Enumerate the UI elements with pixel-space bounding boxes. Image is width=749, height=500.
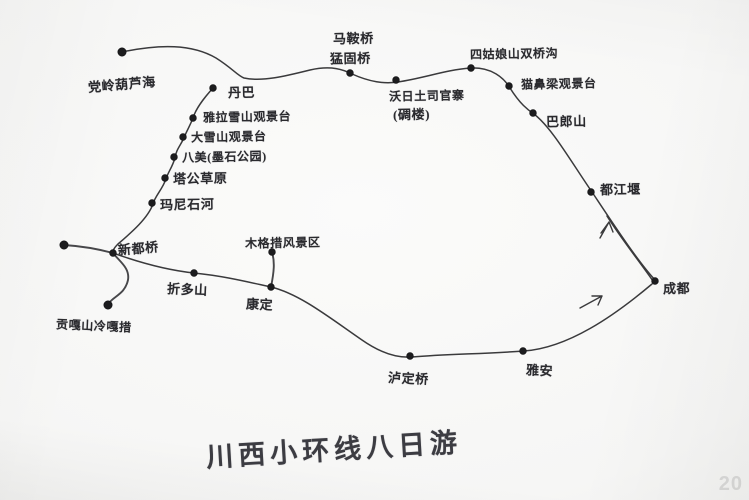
node-dot-luding[interactable] [406,352,414,360]
node-dot-kangding[interactable] [267,283,275,291]
map-label-danba: 丹巴 [227,84,256,101]
chengdu-dujiangyan-return-path [606,215,654,282]
node-dot-daxueshan[interactable] [179,133,187,141]
arrow-to-dujiangyan-icon [599,221,614,239]
map-label-yaan: 雅安 [525,362,554,379]
node-dot-chengdu[interactable] [651,277,659,285]
node-dot-westend[interactable] [59,240,69,250]
north-loop-path [121,45,657,282]
node-dot-xinduqiao[interactable] [109,249,117,257]
map-label-siguniangshan: 四姑娘山双桥沟 [469,46,559,62]
node-dot-danba[interactable] [209,84,217,92]
map-label-dujiangyan: 都江堰 [599,181,641,198]
mugecuo-spur-path [270,251,275,288]
node-dot-menggu[interactable] [346,69,354,77]
map-label-zheduoshan: 折多山 [166,281,209,298]
node-dot-zheduoshan[interactable] [190,269,198,277]
node-dot-dujiangyan[interactable] [587,188,595,196]
map-label-chengdu: 成都 [662,280,691,297]
map-label-maobiliang: 猫鼻梁观景台 [520,76,597,92]
map-label-worituosi: 沃日土司官寨 [388,88,465,104]
map-label-diaolou: (碉楼) [392,106,431,123]
map-label-menggu: 猛固桥 [329,50,371,67]
node-dot-maobiliang[interactable] [505,82,513,90]
node-dot-bamei[interactable] [170,153,178,161]
west-spur-path [63,244,114,254]
map-label-balangshan: 巴郎山 [545,113,587,130]
gongga-spur-path [108,252,130,304]
direction-arrows [579,221,614,309]
map-label-luding: 泸定桥 [387,370,430,387]
watermark: 20 [718,473,743,495]
map-label-bamei: 八美(墨石公园) [181,149,267,165]
map-label-manishihe: 玛尼石河 [159,196,215,213]
map-label-maanqiao: 马鞍桥 [332,30,374,47]
node-dot-gonggashan[interactable] [103,300,113,310]
map-label-tagong: 塔公草原 [172,170,228,187]
map-label-mugecuo: 木格措风景区 [244,235,321,251]
node-dot-mugecuo[interactable] [268,248,276,256]
node-dots [59,47,659,360]
node-dot-yaan[interactable] [519,347,527,355]
node-dot-tagong[interactable] [161,174,169,182]
node-dot-balangshan[interactable] [529,109,537,117]
south-route-path [112,252,653,358]
map-label-daxueshan: 大雪山观景台 [190,129,267,145]
node-dot-yalaxueshan[interactable] [189,114,197,122]
node-dot-worituosi[interactable] [392,76,400,84]
arrow-to-chengdu-icon [579,295,603,309]
node-dot-manishihe[interactable] [148,199,156,207]
map-label-yalaxueshan: 雅拉雪山观景台 [202,109,292,125]
map-label-kangding: 康定 [245,296,274,313]
node-dot-siguniangshan[interactable] [467,64,475,72]
node-dot-dangling[interactable] [117,47,127,57]
